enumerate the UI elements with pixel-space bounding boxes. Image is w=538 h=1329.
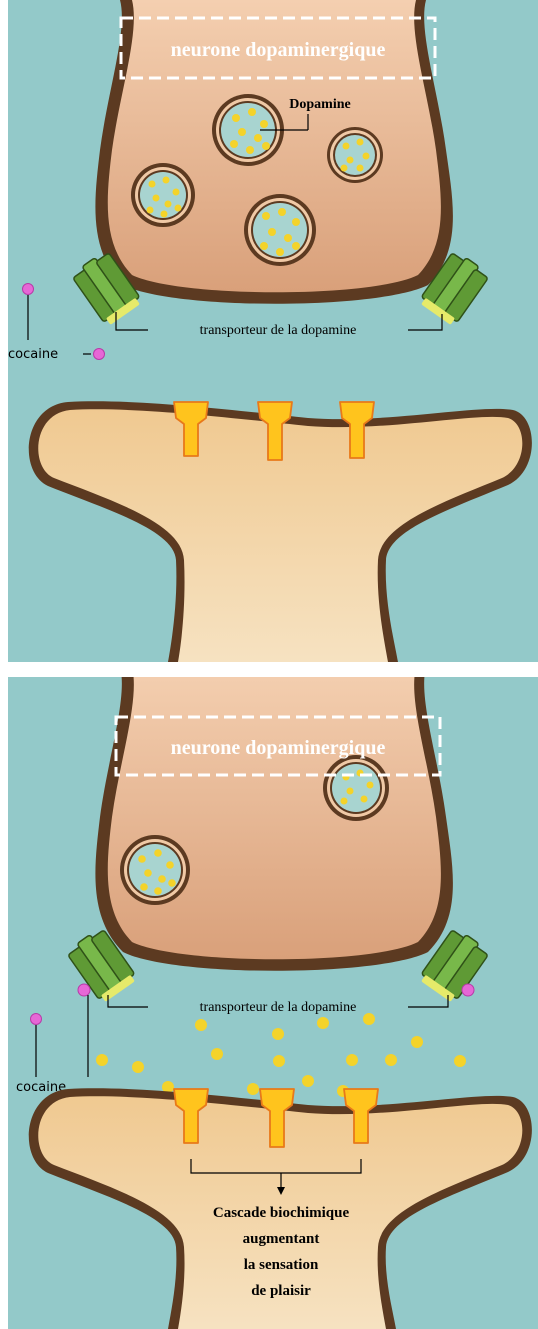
- cocaine-molecule-bound: [462, 984, 474, 996]
- cocaine-label: cocaine: [8, 347, 58, 362]
- cocaine-molecule: [31, 1014, 42, 1025]
- presynaptic-terminal: [95, 677, 452, 971]
- cascade-line: la sensation: [244, 1257, 319, 1273]
- cascade-line: de plaisir: [251, 1283, 311, 1299]
- panel-cocaine-synapse: neurone dopaminergique transporteur de l…: [8, 677, 538, 1329]
- neuron-title: neurone dopaminergique: [171, 737, 386, 759]
- vesicle: [244, 194, 316, 266]
- transporter-label: transporteur de la dopamine: [200, 1000, 357, 1015]
- vesicle: [131, 163, 195, 227]
- vesicle: [323, 755, 389, 821]
- synapse-diagram-cocaine: neurone dopaminergique transporteur de l…: [8, 677, 538, 1329]
- vesicle: [327, 127, 383, 183]
- cocaine-molecule: [94, 349, 105, 360]
- panel-normal-synapse: Dopamine neurone dopaminergique transpor…: [8, 0, 538, 662]
- transporter-label: transporteur de la dopamine: [200, 323, 357, 338]
- cascade-line: augmentant: [243, 1231, 320, 1247]
- cascade-line: Cascade biochimique: [213, 1205, 350, 1221]
- neuron-title: neurone dopaminergique: [171, 39, 386, 61]
- dopamine-label: Dopamine: [289, 97, 350, 112]
- synapse-diagram-normal: Dopamine neurone dopaminergique transpor…: [8, 0, 538, 662]
- vesicle: [120, 835, 190, 905]
- cocaine-molecule: [23, 284, 34, 295]
- cocaine-molecule-bound: [78, 984, 90, 996]
